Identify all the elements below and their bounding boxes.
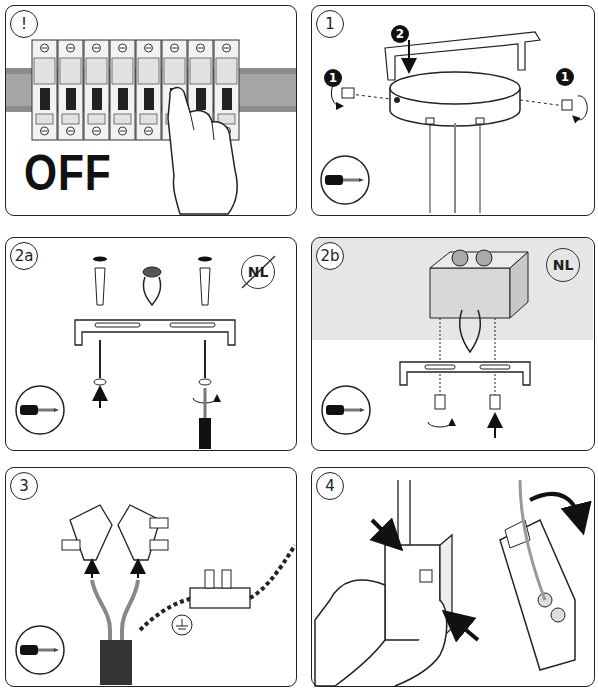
step-panel: 4 bbox=[311, 467, 595, 687]
callout-number: 2 bbox=[391, 25, 409, 43]
step-number: ! bbox=[21, 15, 27, 33]
step-panel: 3 bbox=[5, 467, 297, 687]
step-panel: 2b bbox=[311, 237, 595, 451]
callout-number: 1 bbox=[324, 69, 342, 87]
country-badge: NL bbox=[241, 255, 275, 289]
callout-number: 1 bbox=[556, 68, 574, 86]
step-badge: 4 bbox=[316, 472, 344, 500]
step-number: 2a bbox=[15, 247, 34, 265]
step-number: 1 bbox=[325, 15, 335, 33]
step-panel: 1 bbox=[311, 5, 595, 216]
step-badge: 3 bbox=[10, 472, 38, 500]
step-number: 2b bbox=[320, 247, 339, 265]
warning-text: OFF bbox=[24, 144, 112, 202]
step-badge: 1 bbox=[316, 10, 344, 38]
step-number: 4 bbox=[325, 477, 335, 495]
step-badge: ! bbox=[10, 10, 38, 38]
step-number: 3 bbox=[19, 477, 29, 495]
step-badge: 2a bbox=[10, 242, 38, 270]
step-badge: 2b bbox=[316, 242, 344, 270]
step-panel: ! OFF bbox=[5, 5, 297, 216]
country-badge: NL bbox=[546, 248, 580, 282]
